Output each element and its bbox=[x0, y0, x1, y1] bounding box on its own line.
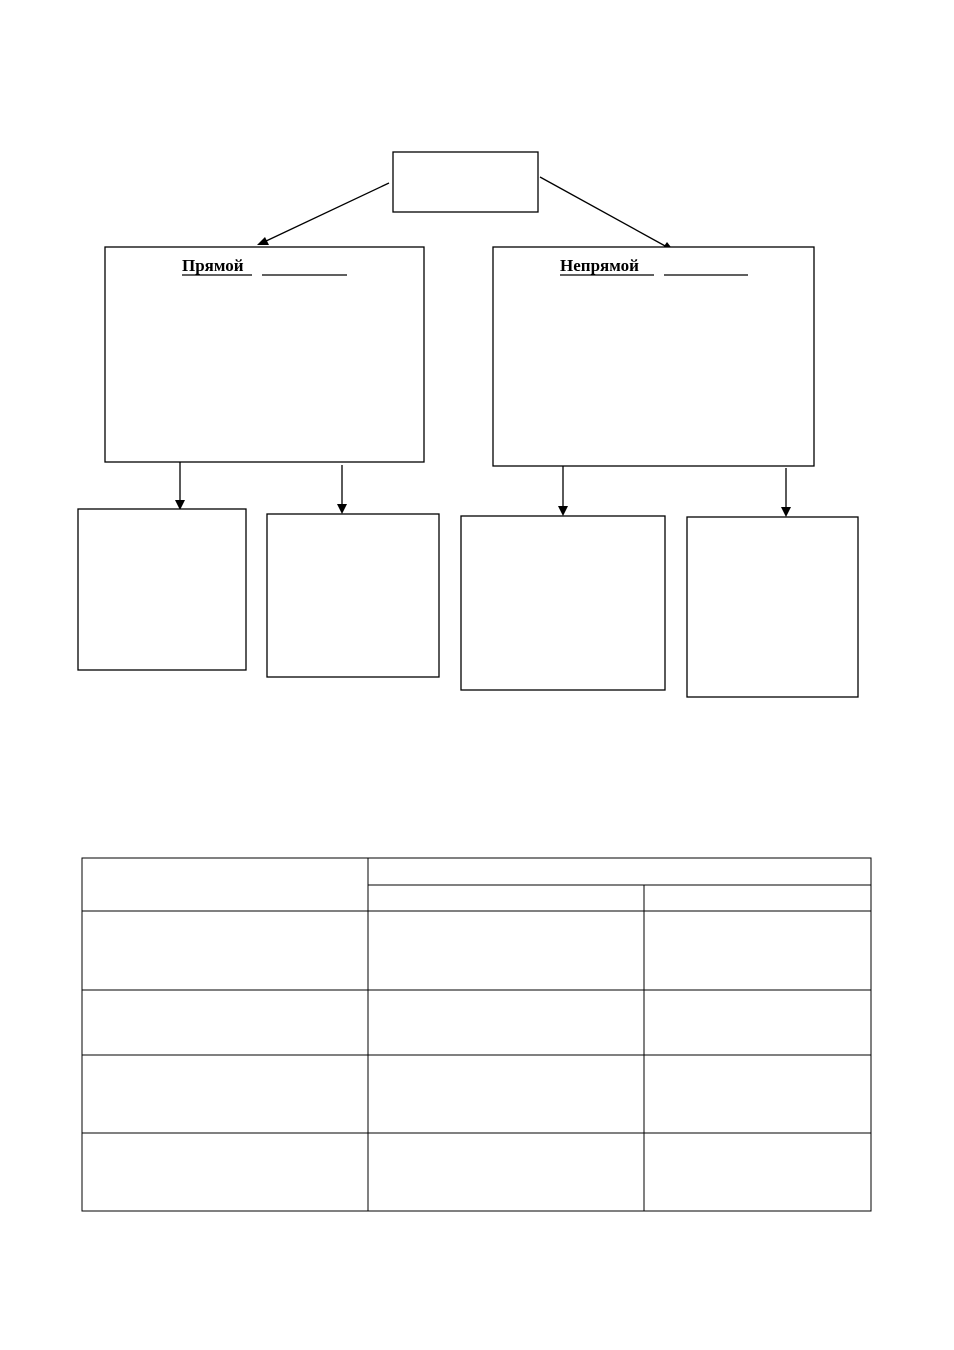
indirect-box bbox=[492, 246, 815, 467]
sub-box-2 bbox=[266, 513, 440, 678]
direct-label: Прямой bbox=[182, 256, 244, 275]
arrow-direct-to-box-1 bbox=[175, 462, 185, 510]
root-box bbox=[392, 151, 539, 213]
arrow-direct-to-box-2 bbox=[337, 465, 347, 514]
sub-box-1 bbox=[77, 508, 247, 671]
table-border bbox=[81, 857, 872, 1212]
empty-table bbox=[81, 857, 872, 1212]
arrow-root-to-left bbox=[257, 182, 390, 245]
direct-box bbox=[104, 246, 425, 463]
arrow-indirect-to-box-3 bbox=[558, 466, 568, 516]
indirect-label: Непрямой bbox=[560, 256, 639, 275]
sub-box-3 bbox=[460, 515, 666, 691]
arrow-indirect-to-box-4 bbox=[781, 468, 791, 517]
sub-box-4 bbox=[686, 516, 859, 698]
arrow-root-to-right bbox=[539, 176, 674, 251]
